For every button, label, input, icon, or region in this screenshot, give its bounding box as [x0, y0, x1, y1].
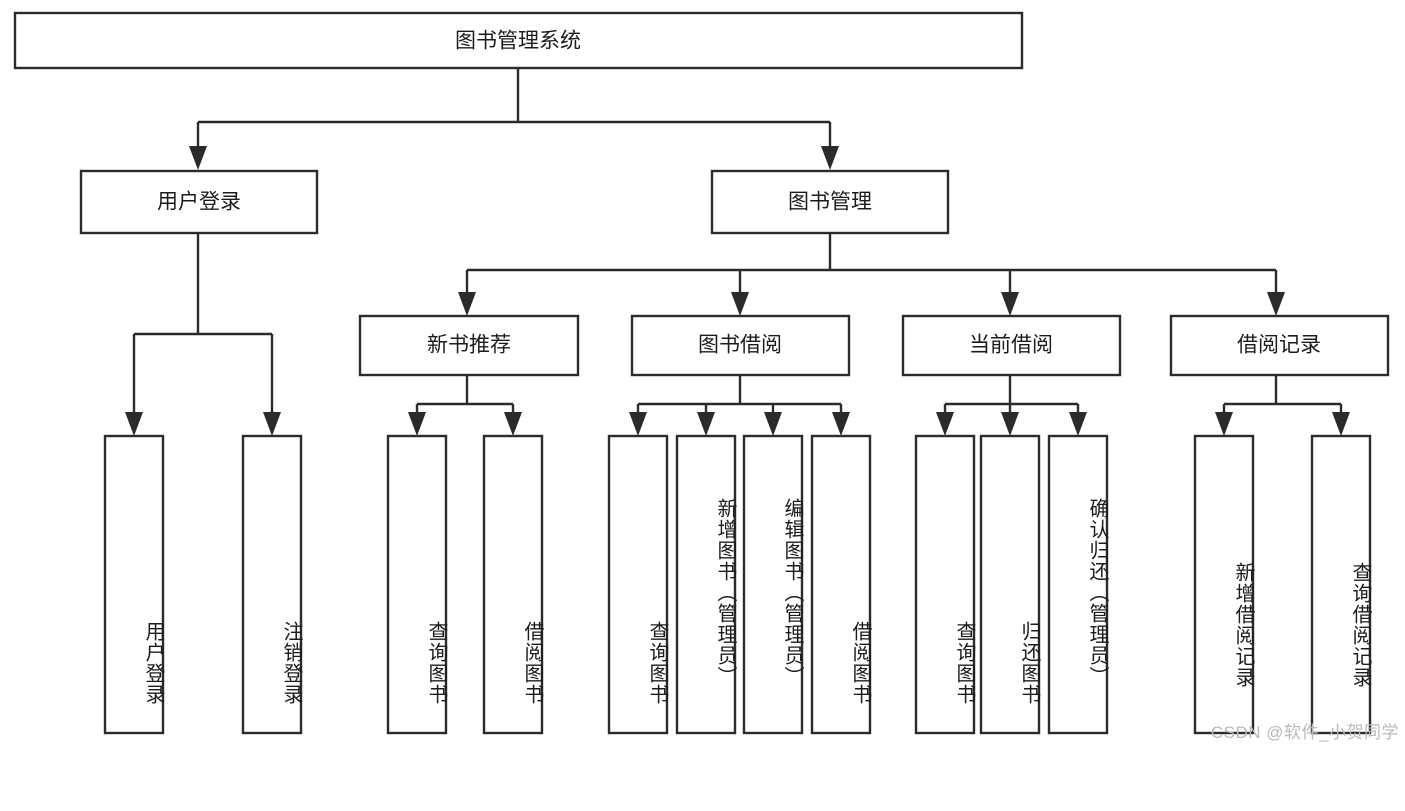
node-leaf-confirm-return-box[interactable]	[1047, 434, 1109, 735]
node-borrow-record-box[interactable]	[1169, 314, 1390, 377]
node-leaf-borrow-book-1-box[interactable]	[482, 434, 544, 735]
arrow-to-leaf-return-book	[1001, 412, 1019, 436]
node-leaf-logout-box[interactable]	[241, 434, 303, 735]
node-leaf-add-record-box[interactable]	[1193, 434, 1255, 735]
connector-borrow-record-to-leaves	[1222, 376, 1343, 416]
node-layer: 图书管理系统 用户登录 图书管理 新书推荐 图书借阅 当前借阅 借阅记录	[13, 11, 1390, 735]
connector-new-book-recommend-to-leaves	[415, 376, 515, 416]
node-leaf-query-book-1-box[interactable]	[386, 434, 448, 735]
arrow-to-book-borrow	[731, 292, 749, 316]
node-book-borrow-box[interactable]	[630, 314, 851, 377]
arrow-to-current-borrow	[1001, 292, 1019, 316]
connector-book-manage-to-level2	[465, 233, 1278, 296]
node-leaf-edit-book-box[interactable]	[742, 434, 804, 735]
node-leaf-query-record-box[interactable]	[1310, 434, 1372, 735]
node-current-borrow-box[interactable]	[901, 314, 1122, 377]
arrow-to-leaf-add-book	[697, 412, 715, 436]
node-book-borrow-label: 图书借阅	[698, 334, 782, 357]
arrow-to-leaf-confirm-return	[1069, 412, 1087, 436]
arrow-to-leaf-user-login	[125, 412, 143, 436]
connector-current-borrow-to-leaves	[943, 376, 1080, 416]
arrow-to-leaf-query-book-3	[936, 412, 954, 436]
arrow-to-leaf-add-record	[1215, 412, 1233, 436]
node-user-login-box[interactable]	[79, 169, 319, 235]
node-borrow-record-label: 借阅记录	[1237, 334, 1321, 357]
node-leaf-query-book-2-box[interactable]	[607, 434, 669, 735]
arrow-to-leaf-borrow-book-2	[832, 412, 850, 436]
diagram-root: 图书管理系统 用户登录 图书管理 新书推荐 图书借阅 当前借阅 借阅记录	[13, 11, 1399, 742]
node-leaf-add-book-box[interactable]	[675, 434, 737, 735]
connector-user-login-to-leaves	[132, 233, 274, 416]
arrow-to-leaf-query-book-1	[408, 412, 426, 436]
node-leaf-user-login-box[interactable]	[103, 434, 165, 735]
node-new-book-recommend-label: 新书推荐	[427, 334, 511, 357]
arrow-to-leaf-logout	[263, 412, 281, 436]
arrow-to-user-login	[189, 146, 207, 170]
node-root-box[interactable]	[13, 11, 1024, 70]
connector-book-borrow-to-leaves	[636, 376, 843, 416]
node-leaf-query-book-3-box[interactable]	[914, 434, 976, 735]
node-leaf-borrow-book-2-box[interactable]	[810, 434, 872, 735]
node-book-manage-box[interactable]	[710, 169, 950, 235]
arrow-to-leaf-query-book-2	[629, 412, 647, 436]
arrow-to-borrow-record	[1267, 292, 1285, 316]
node-root-label: 图书管理系统	[455, 30, 581, 53]
node-current-borrow-label: 当前借阅	[969, 334, 1053, 357]
node-book-manage-label: 图书管理	[788, 191, 872, 214]
arrow-to-book-manage	[821, 146, 839, 170]
connector-root-to-level1	[196, 68, 832, 150]
tree-diagram-canvas: 图书管理系统 用户登录 图书管理 新书推荐 图书借阅 当前借阅 借阅记录	[13, 11, 1390, 735]
arrow-to-leaf-query-record	[1332, 412, 1350, 436]
arrow-to-leaf-edit-book	[764, 412, 782, 436]
csdn-watermark: CSDN @软件_小贺同学	[1210, 723, 1399, 742]
node-new-book-recommend-box[interactable]	[358, 314, 580, 377]
arrow-to-new-book-recommend	[458, 292, 476, 316]
node-user-login-label: 用户登录	[157, 191, 241, 214]
arrow-to-leaf-borrow-book-1	[504, 412, 522, 436]
connector-layer	[125, 68, 1350, 436]
node-leaf-return-book-box[interactable]	[979, 434, 1041, 735]
